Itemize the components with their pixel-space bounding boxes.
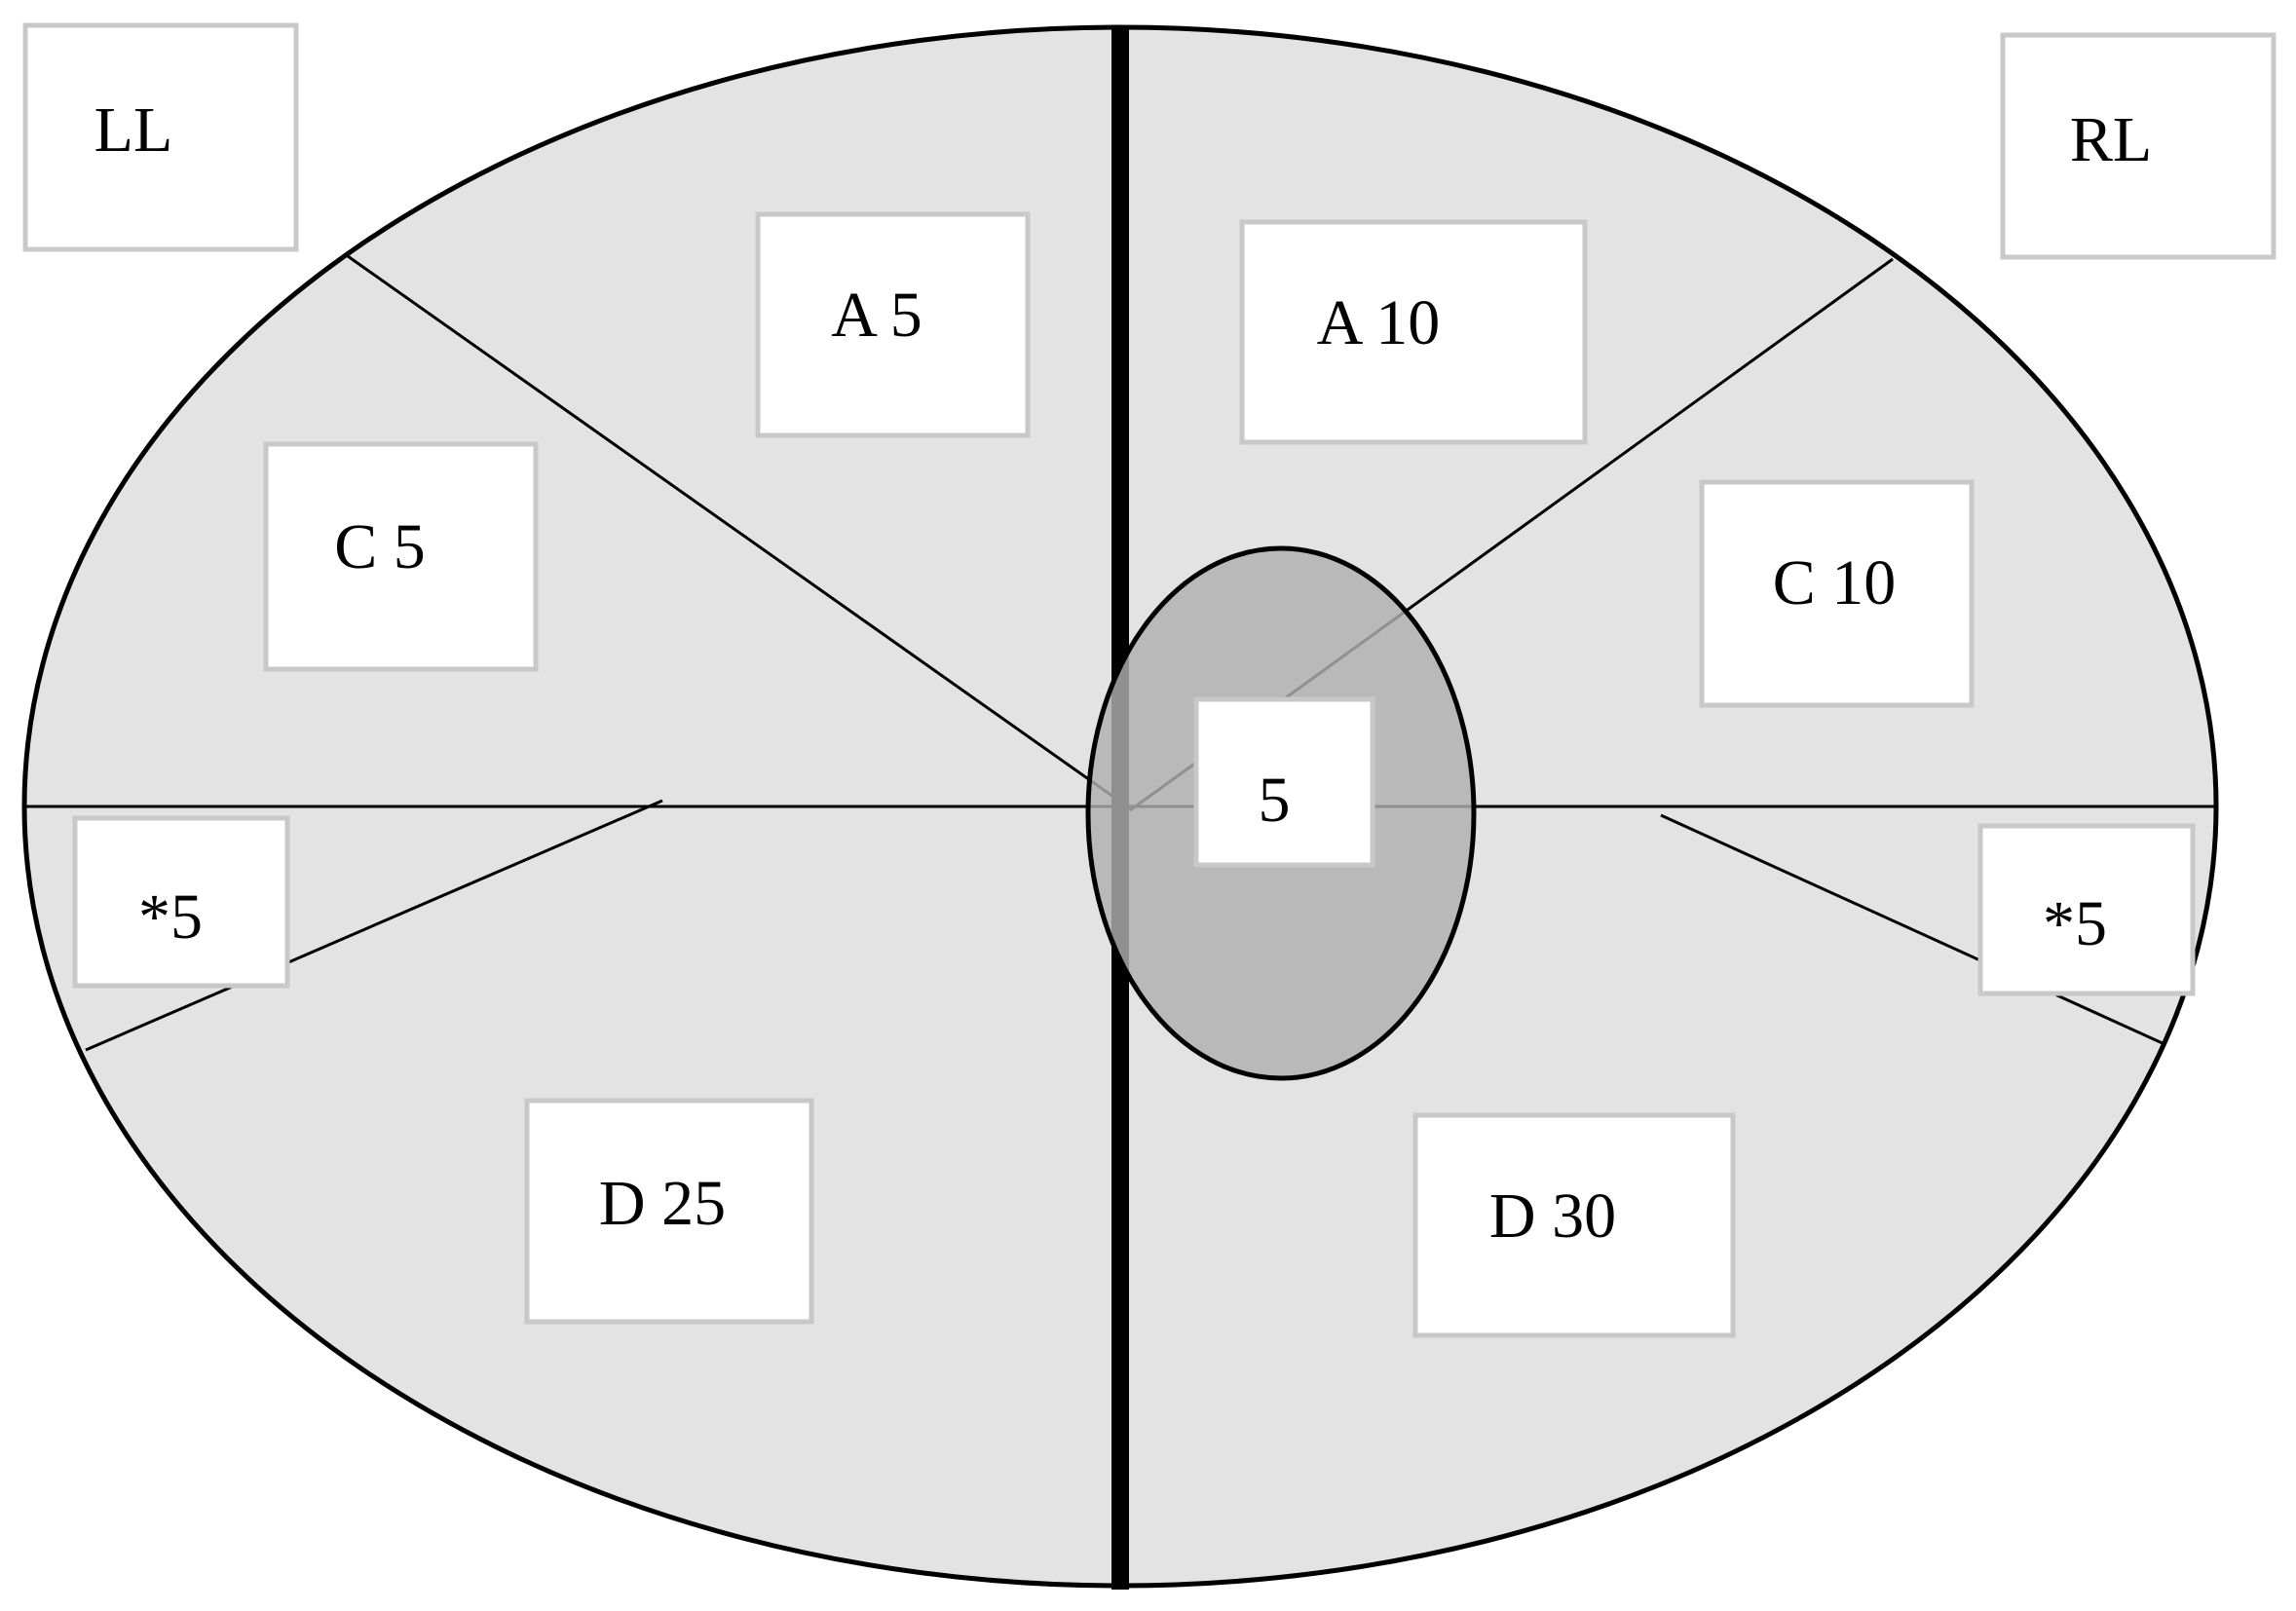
left-lower-divider <box>85 799 663 1052</box>
region-right-star: *5 <box>1977 823 2196 996</box>
region-right-c-label: C 10 <box>1773 547 1897 618</box>
corner-label-right: RL <box>2000 32 2277 260</box>
corner-label-right-text: RL <box>2070 104 2152 175</box>
corner-label-left: LL <box>22 22 299 252</box>
region-right-d-label: D 30 <box>1489 1180 1616 1252</box>
region-left-c: C 5 <box>263 441 539 672</box>
region-left-star-label: *5 <box>138 881 203 953</box>
region-right-c: C 10 <box>1699 479 1975 708</box>
region-left-d: D 25 <box>524 1098 814 1325</box>
region-right-a: A 10 <box>1239 219 1588 445</box>
region-center-label: 5 <box>1259 765 1291 836</box>
region-left-c-label: C 5 <box>334 511 426 582</box>
region-right-star-label: *5 <box>2043 888 2107 959</box>
region-right-d: D 30 <box>1412 1112 1736 1338</box>
corner-label-left-text: LL <box>94 94 173 166</box>
right-lower-divider <box>1660 813 2165 1046</box>
region-left-a-label: A 5 <box>831 280 922 351</box>
left-upper-divider <box>347 254 1131 810</box>
region-left-star: *5 <box>72 815 290 989</box>
region-left-a: A 5 <box>755 211 1031 438</box>
region-left-d-label: D 25 <box>599 1168 726 1239</box>
region-right-a-label: A 10 <box>1317 287 1441 358</box>
region-center: 5 <box>1193 696 1375 868</box>
